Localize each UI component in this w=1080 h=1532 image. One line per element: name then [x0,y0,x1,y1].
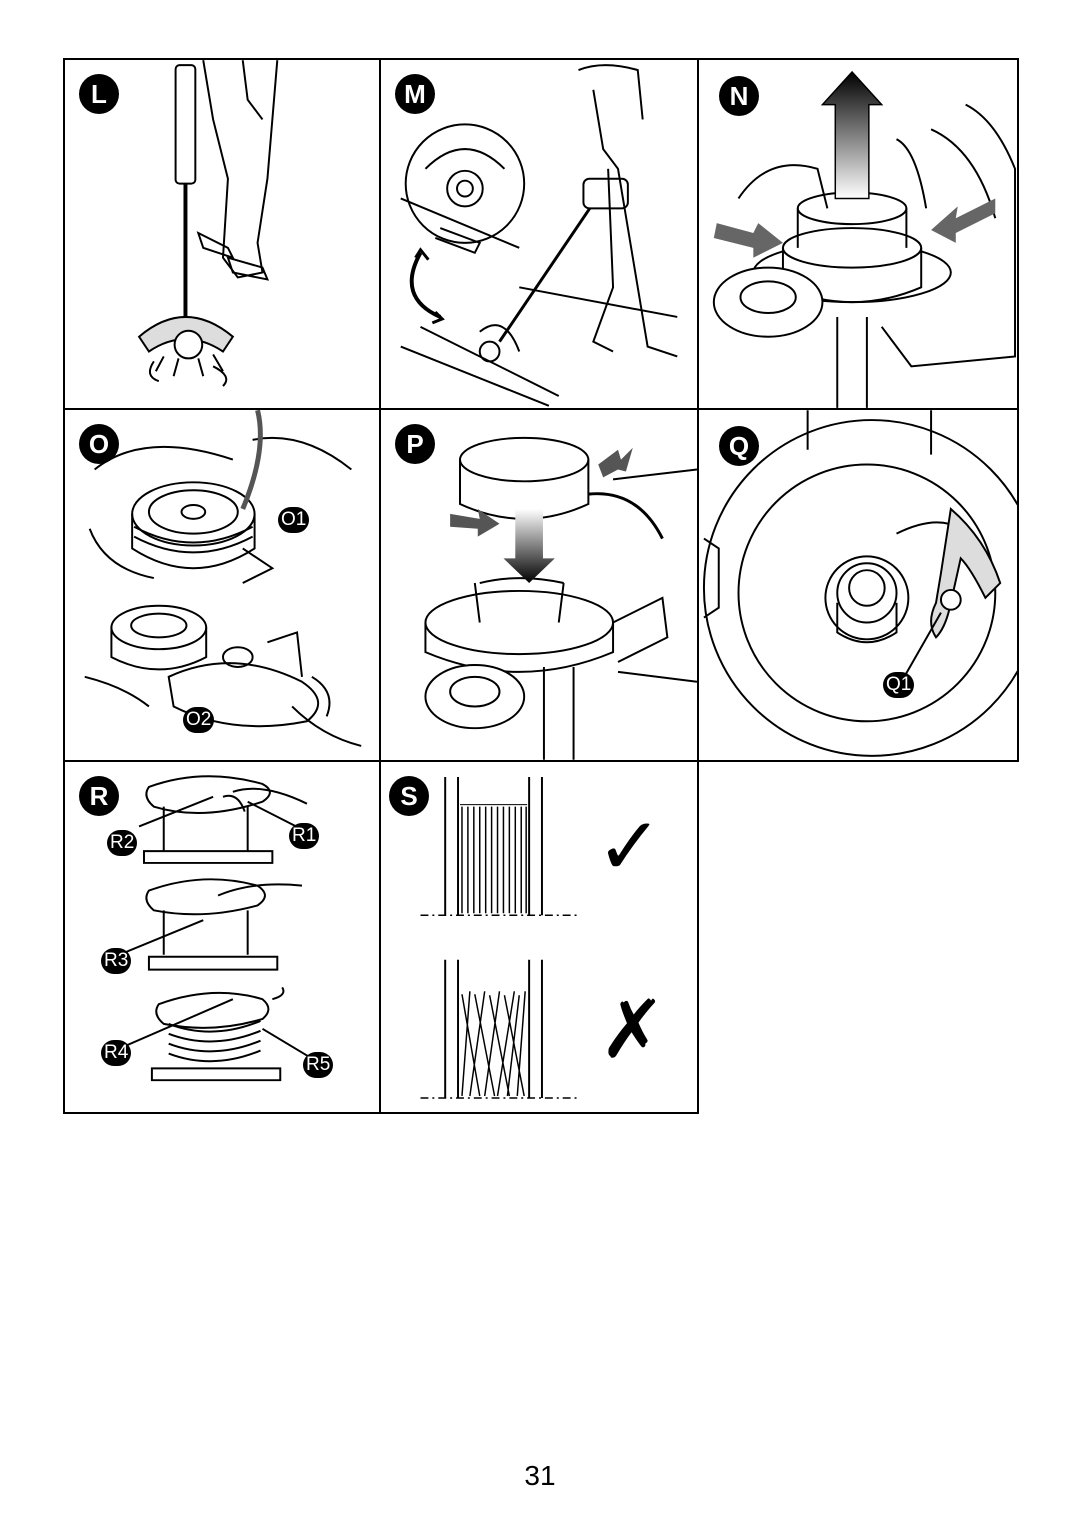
correct-mark: ✓ [596,800,664,893]
callout-r4: R4 [101,1040,132,1066]
callout-r5: R5 [303,1052,334,1078]
spool-removal-illustration [712,70,1017,408]
trimmer-user-illustration [137,60,279,387]
panel-label-n: N [719,76,759,116]
panel-label-r: R [79,776,119,816]
spool-latch-illustration [703,410,1017,757]
page-number: 31 [524,1460,556,1491]
panel-label-s: S [389,776,429,816]
panel-label-o: O [79,424,119,464]
panel-s: S ✓ ✗ [379,760,699,1114]
panel-label-q: Q [719,426,759,466]
spool-line-insertion-illustration [84,410,362,747]
callout-r3: R3 [101,948,132,974]
panel-q: Q Q1 [697,408,1019,762]
callout-r1: R1 [289,823,320,849]
panel-label-p: P [395,424,435,464]
panel-n: N [697,58,1019,410]
panel-l: L [63,58,381,410]
callout-o1: O1 [278,507,310,533]
panel-r: R R1 R2 R3 R4 R5 [63,760,381,1114]
callout-q1: Q1 [883,672,915,698]
incorrect-mark: ✗ [599,983,667,1076]
line-winding-comparison-illustration [420,777,579,1099]
panel-m: M [379,58,699,410]
edging-user-illustration [400,64,678,407]
callout-r2: R2 [107,830,138,856]
callout-o2: O2 [183,707,215,733]
panel-label-l: L [79,74,119,114]
spool-refit-illustration [424,436,697,760]
panel-o: O O1 O2 [63,408,381,762]
spool-winding-steps-illustration [118,775,313,1082]
panel-p: P [379,408,699,762]
panel-label-m: M [395,74,435,114]
